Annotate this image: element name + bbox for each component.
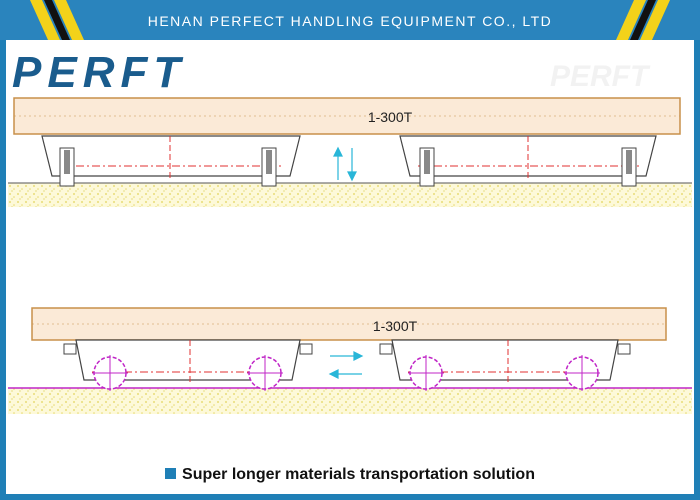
load-label-top: 1-300T (368, 109, 413, 125)
company-logo: PERFT (12, 50, 186, 96)
top-diagram: 1-300T (8, 97, 692, 207)
cart-top-right (399, 135, 657, 187)
lift-arrows-icon (333, 146, 357, 182)
ground-top (8, 183, 692, 207)
header-stripe-right-icon (610, 0, 670, 40)
logo-watermark-icon: PERFT (550, 60, 651, 93)
caption: Super longer materials transportation so… (0, 466, 700, 484)
caption-text: Super longer materials transportation so… (182, 466, 535, 483)
cart-bottom-left (63, 339, 313, 391)
header-stripe-left-icon (30, 0, 90, 40)
ground-bottom (8, 388, 692, 414)
transfer-cart-diagram: 1-300T (8, 97, 692, 414)
load-label-bottom: 1-300T (373, 318, 418, 334)
svg-text:PERFT: PERFT (550, 60, 651, 93)
bottom-bar (0, 494, 700, 500)
travel-arrows-icon (328, 351, 364, 379)
logo-text: PERFT (12, 48, 187, 97)
cart-top-left (41, 135, 301, 187)
bottom-diagram: 1-300T (8, 307, 692, 414)
header-bar (0, 0, 700, 40)
company-name: HENAN PERFECT HANDLING EQUIPMENT CO., LT… (147, 13, 553, 29)
bullet-square-icon (165, 468, 177, 480)
cart-bottom-right (379, 339, 631, 391)
